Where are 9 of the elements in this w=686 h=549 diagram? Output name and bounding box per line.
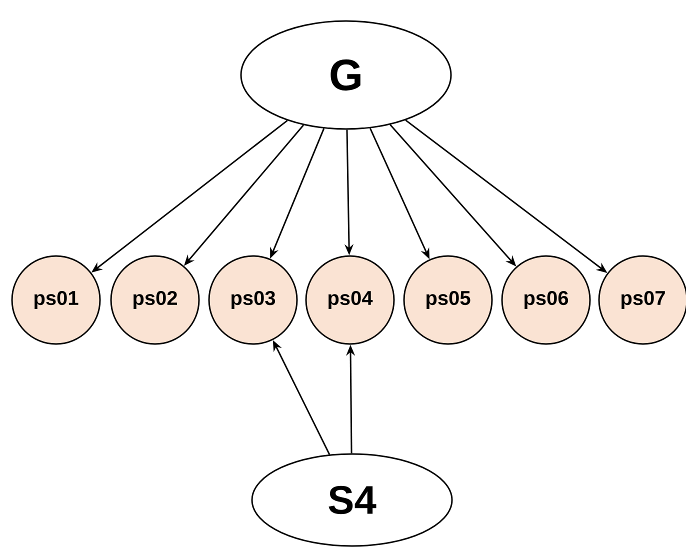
circle-node: ps01 (11, 255, 101, 345)
circle-node: ps06 (501, 255, 591, 345)
circle-node: ps04 (305, 255, 395, 345)
circle-node: ps05 (403, 255, 493, 345)
ellipse-node: S4 (251, 453, 453, 547)
circle-node: ps02 (110, 255, 200, 345)
ellipse-node: G (240, 20, 452, 130)
circle-node: ps03 (208, 255, 298, 345)
circle-node: ps07 (598, 255, 686, 345)
